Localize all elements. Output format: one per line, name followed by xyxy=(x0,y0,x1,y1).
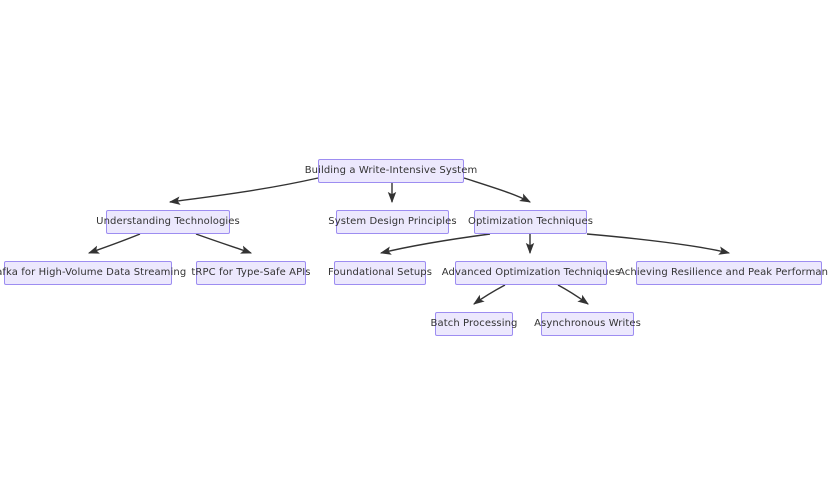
node-label-async: Asynchronous Writes xyxy=(534,318,641,329)
node-label-batch: Batch Processing xyxy=(430,318,518,329)
node-advanced[interactable]: Advanced Optimization Techniques xyxy=(442,261,620,285)
node-optimization[interactable]: Optimization Techniques xyxy=(468,210,593,234)
edge-root-to-optimization xyxy=(463,177,531,203)
node-resilience[interactable]: Achieving Resilience and Peak Performanc… xyxy=(618,261,828,285)
edge-optimization-to-foundational xyxy=(379,233,491,255)
edge-advanced-to-async xyxy=(557,284,589,305)
node-label-kafka: Kafka for High-Volume Data Streaming xyxy=(0,267,187,278)
edge-group xyxy=(87,177,731,305)
edge-understanding-to-trpc xyxy=(195,233,253,254)
node-understanding[interactable]: Understanding Technologies xyxy=(96,210,240,234)
node-label-foundational: Foundational Setups xyxy=(327,267,433,278)
node-batch[interactable]: Batch Processing xyxy=(431,312,517,336)
node-label-optimization: Optimization Techniques xyxy=(468,216,594,227)
node-label-advanced: Advanced Optimization Techniques xyxy=(441,267,621,278)
edge-advanced-to-batch xyxy=(473,284,506,305)
node-label-understanding: Understanding Technologies xyxy=(96,216,240,227)
node-label-principles: System Design Principles xyxy=(328,216,457,227)
node-principles[interactable]: System Design Principles xyxy=(328,210,457,234)
node-label-resilience: Achieving Resilience and Peak Performanc… xyxy=(618,267,828,278)
node-trpc[interactable]: tRPC for Type-Safe APIs xyxy=(191,261,311,285)
node-label-trpc: tRPC for Type-Safe APIs xyxy=(191,267,311,278)
node-kafka[interactable]: Kafka for High-Volume Data Streaming xyxy=(0,261,186,285)
node-root[interactable]: Building a Write-Intensive System xyxy=(305,159,477,183)
edge-understanding-to-kafka xyxy=(87,233,141,254)
node-foundational[interactable]: Foundational Setups xyxy=(328,261,432,285)
node-label-root: Building a Write-Intensive System xyxy=(304,165,478,176)
edge-root-to-understanding xyxy=(168,177,319,205)
edge-optimization-to-resilience xyxy=(586,233,731,255)
node-async[interactable]: Asynchronous Writes xyxy=(534,312,641,336)
